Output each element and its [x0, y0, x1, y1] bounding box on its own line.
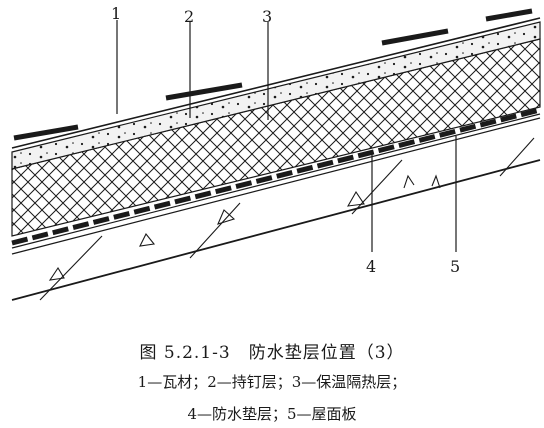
- roof-deck-grain: [39, 137, 535, 301]
- waterproof-underlayment: [11, 107, 541, 246]
- callout-number-2: 2: [184, 7, 194, 26]
- roof-tile: [13, 124, 79, 141]
- callout-number-5: 5: [450, 257, 460, 276]
- figure-legend-line-1: 1—瓦材；2—持钉层；3—保温隔热层；: [137, 373, 407, 391]
- nail-holding-layer: [11, 21, 541, 170]
- figure-caption-title: 图 5.2.1-3 防水垫层位置（3）: [139, 343, 405, 363]
- roof-tile: [485, 8, 533, 22]
- roof-deck-bottom-edge: [11, 159, 541, 301]
- roof-tile: [381, 28, 449, 46]
- top-membrane-line: [11, 17, 541, 149]
- underlayment-base-line: [11, 113, 541, 249]
- leader-lines: [116, 20, 457, 252]
- callout-number-3: 3: [262, 7, 272, 26]
- roof-tile: [165, 82, 243, 101]
- callout-number-4: 4: [366, 257, 376, 276]
- roof-deck-top-edge: [11, 117, 541, 255]
- callout-number-1: 1: [111, 4, 121, 23]
- figure-legend-line-2: 4—防水垫层；5—屋面板: [187, 405, 357, 423]
